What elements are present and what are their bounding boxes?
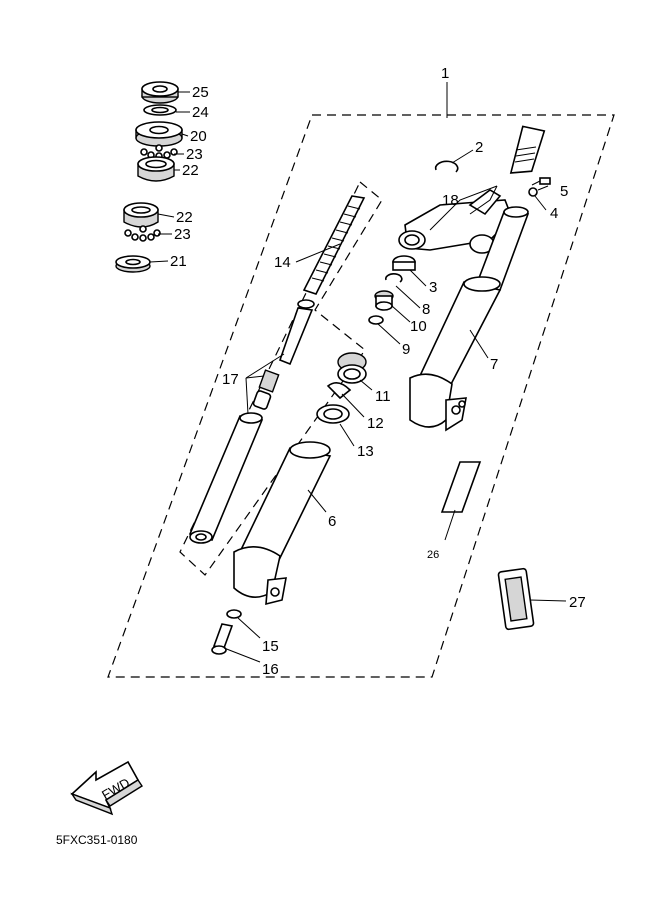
oil-lock-piece-17	[252, 390, 272, 410]
ring-nut-20	[135, 121, 183, 147]
callout-9: 9	[402, 341, 410, 358]
callout-22-upper: 22	[182, 162, 199, 179]
bushing-3	[392, 255, 416, 271]
outer-tube-6	[233, 441, 332, 606]
callout-11: 11	[375, 388, 391, 405]
inner-tube-right	[474, 206, 530, 291]
callout-12: 12	[367, 415, 384, 432]
callout-24: 24	[192, 104, 209, 121]
ball-bearing-23-lower	[124, 225, 161, 242]
assembly-boundary	[107, 114, 615, 678]
callout-14: 14	[274, 254, 291, 271]
leader-lines	[149, 82, 567, 663]
reflector-27	[497, 567, 535, 631]
damper-rod-17	[278, 299, 315, 366]
race-21	[115, 255, 151, 273]
callout-23-lower: 23	[174, 226, 191, 243]
piston-10	[374, 290, 394, 311]
callout-17: 17	[222, 371, 239, 388]
callout-23-upper: 23	[186, 146, 203, 163]
callout-1: 1	[441, 65, 449, 82]
callout-7: 7	[490, 356, 498, 373]
callout-26: 26	[427, 549, 439, 561]
label-26	[440, 461, 482, 513]
callout-3: 3	[429, 279, 437, 296]
rebound-spring-17	[258, 369, 280, 393]
oil-seal-11	[337, 352, 367, 384]
callout-25: 25	[192, 84, 209, 101]
callout-27: 27	[569, 594, 586, 611]
inner-tube-left	[188, 412, 264, 544]
fwd-arrow: FWD	[70, 760, 143, 816]
callout-18: 18	[442, 192, 459, 209]
callout-13: 13	[357, 443, 374, 460]
callout-15: 15	[262, 638, 279, 655]
nut-4	[528, 187, 538, 197]
clip-8	[385, 273, 403, 283]
clip-12	[326, 382, 352, 400]
callout-10: 10	[410, 318, 427, 335]
race-22-upper	[137, 156, 175, 182]
callout-16: 16	[262, 661, 279, 678]
callout-20: 20	[190, 128, 207, 145]
handle-post-tube	[509, 125, 546, 174]
washer-24	[143, 104, 177, 116]
circlip-2	[434, 160, 459, 173]
washer-15	[226, 609, 242, 619]
washer-13	[316, 404, 350, 424]
o-ring-9	[368, 315, 384, 325]
outer-tube-7	[409, 276, 502, 432]
diagram-code: 5FXC351-0180	[56, 833, 138, 847]
ball-bearing-23-upper	[140, 144, 178, 160]
callout-21: 21	[170, 253, 187, 270]
callout-5: 5	[560, 183, 568, 200]
race-22-lower	[123, 202, 159, 228]
callout-4: 4	[550, 205, 558, 222]
callout-22-lower: 22	[176, 209, 193, 226]
nut-25	[141, 81, 179, 104]
bolt-5	[531, 177, 551, 186]
fork-spring-14	[302, 195, 366, 295]
spring-group-boundary	[179, 181, 383, 576]
callout-8: 8	[422, 301, 430, 318]
callout-2: 2	[475, 139, 483, 156]
callout-6: 6	[328, 513, 336, 530]
